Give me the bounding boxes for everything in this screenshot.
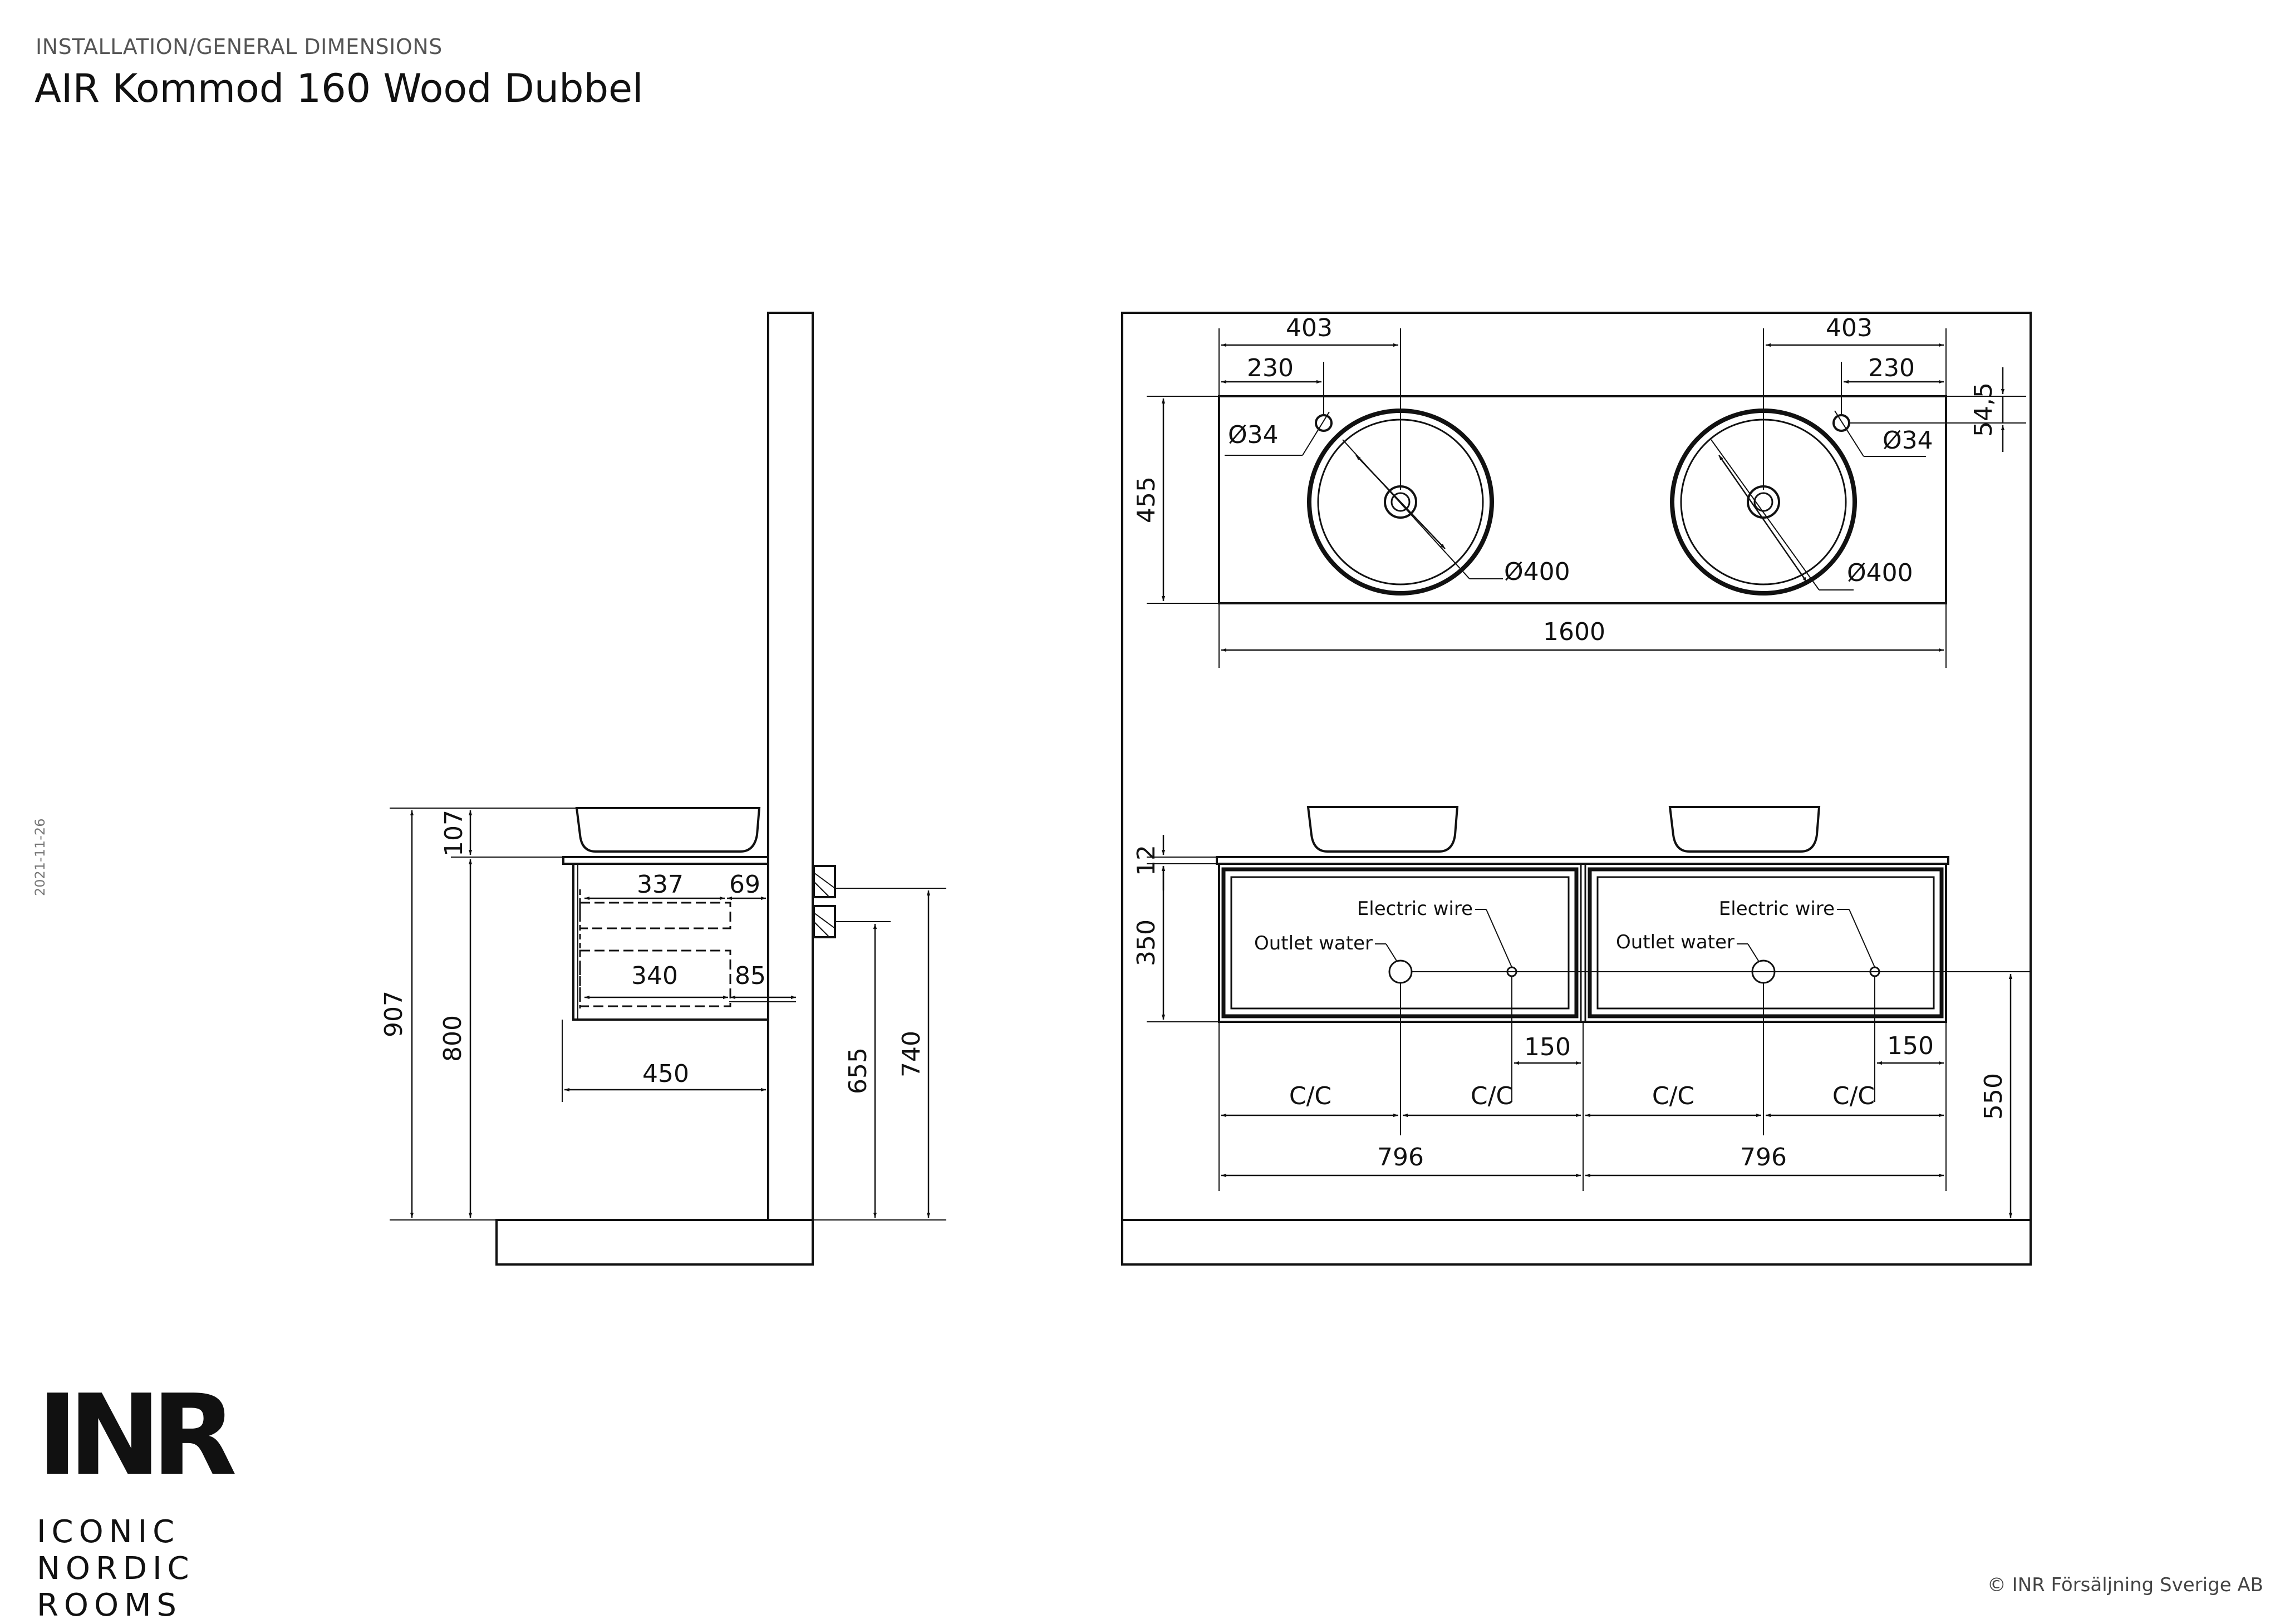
front-drawer-right [1588, 867, 1944, 1018]
dim-230-left: 230 [1247, 354, 1294, 382]
dim-800: 800 [439, 1015, 467, 1062]
side-cabinet [572, 863, 769, 1021]
label-outlet-water-left: Outlet water [1254, 932, 1373, 954]
dim-740: 740 [897, 1031, 926, 1077]
label-outlet-water-right: Outlet water [1616, 931, 1734, 953]
dim-655: 655 [844, 1047, 872, 1094]
logo-line-3: ROOMS [37, 1587, 182, 1623]
drawing-title: AIR Kommod 160 Wood Dubbel [35, 66, 643, 111]
dim-350: 350 [1132, 919, 1161, 966]
dim-455: 455 [1132, 476, 1161, 523]
inr-logo: INR ICONIC NORDIC ROOMS [37, 1371, 237, 1624]
side-view-labels: 107 907 800 337 69 340 85 450 655 740 [380, 810, 926, 1094]
dim-85: 85 [735, 962, 766, 990]
side-basin [575, 807, 761, 853]
dim-403-right: 403 [1826, 314, 1873, 342]
side-floor [495, 1219, 814, 1266]
dim-cc-1: C/C [1289, 1082, 1331, 1110]
dim-796-left: 796 [1377, 1143, 1424, 1172]
dim-107: 107 [440, 810, 468, 857]
right-frame [1121, 312, 2032, 1266]
dim-69: 69 [729, 870, 760, 899]
dim-cc-2: C/C [1471, 1082, 1513, 1110]
outlet-water-left [1388, 959, 1413, 984]
dim-150-left: 150 [1524, 1033, 1571, 1061]
logo-line-2: NORDIC [37, 1551, 195, 1587]
dim-54-5: 54,5 [1969, 382, 1998, 437]
side-view [390, 312, 946, 1266]
label-electric-wire-left: Electric wire [1357, 898, 1473, 920]
front-view [1147, 806, 2031, 1218]
dim-basin-left: Ø400 [1504, 558, 1570, 586]
dim-tap-right: Ø34 [1883, 426, 1933, 455]
dim-1600: 1600 [1543, 618, 1605, 646]
dim-796-right: 796 [1740, 1143, 1787, 1172]
dim-cc-4: C/C [1832, 1082, 1875, 1110]
dim-337: 337 [637, 870, 684, 899]
dim-basin-right: Ø400 [1847, 559, 1913, 587]
logo-line-1: ICONIC [37, 1514, 180, 1550]
copyright-notice: © INR Försäljning Sverige AB [1987, 1574, 2263, 1596]
drawing-category: INSTALLATION/GENERAL DIMENSIONS [36, 35, 443, 59]
dim-tap-left: Ø34 [1228, 421, 1279, 449]
top-tap-right [1832, 414, 1850, 432]
dim-403-left: 403 [1286, 314, 1333, 342]
dim-907: 907 [380, 991, 408, 1037]
label-electric-wire-right: Electric wire [1719, 898, 1835, 920]
logo-mark: INR [37, 1371, 237, 1500]
front-view-labels: Electric wire Outlet water Electric wire… [1132, 845, 2008, 1172]
side-wall [767, 312, 814, 1221]
dim-cc-3: C/C [1652, 1082, 1694, 1110]
dim-12: 12 [1132, 845, 1161, 876]
front-basin-right [1668, 806, 1821, 853]
dim-340: 340 [631, 962, 678, 990]
dim-230-right: 230 [1868, 354, 1915, 382]
top-countertop [1218, 395, 1947, 604]
dim-450: 450 [642, 1060, 689, 1088]
front-basin-left [1306, 806, 1459, 853]
wall-outline [1121, 312, 2032, 1266]
top-view [1147, 328, 2026, 668]
top-tap-left [1315, 414, 1333, 432]
top-view-labels: 403 230 403 230 54,5 455 Ø34 Ø34 Ø400 Ø4… [1132, 314, 1998, 646]
dim-550: 550 [1979, 1073, 2008, 1120]
dim-150-right: 150 [1887, 1032, 1934, 1060]
